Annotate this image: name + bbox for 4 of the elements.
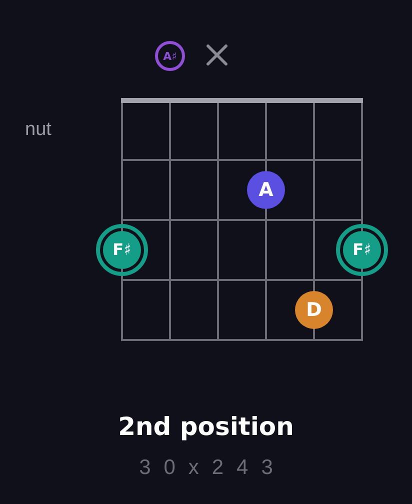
fingering-label: 3 0 x 2 4 3: [138, 455, 276, 481]
nut-label: nut: [25, 119, 52, 141]
diagram-title: 2nd position: [118, 411, 294, 443]
open-string-marker: A♯: [155, 41, 185, 71]
